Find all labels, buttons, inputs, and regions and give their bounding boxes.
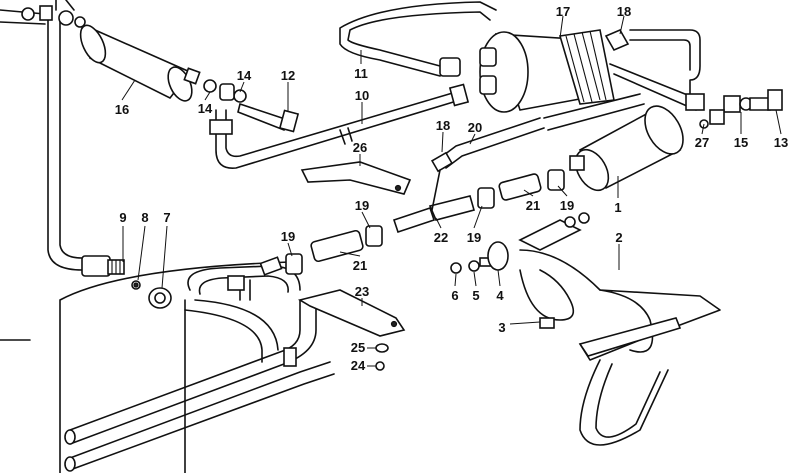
leader-lines [121, 15, 782, 367]
callout-26: 26 [353, 140, 367, 155]
callout-18: 18 [617, 4, 631, 19]
fitting-9-8-7 [81, 255, 172, 309]
pipe-20 [430, 93, 645, 173]
callout-10: 10 [355, 88, 369, 103]
callout-22: 22 [434, 230, 448, 245]
callout-19: 19 [467, 230, 481, 245]
callout-12: 12 [281, 68, 295, 83]
callout-25: 25 [351, 340, 365, 355]
callout-8: 8 [141, 210, 148, 225]
fuel-filter-1 [569, 105, 684, 192]
callout-5: 5 [472, 288, 479, 303]
callout-15: 15 [734, 135, 748, 150]
callout-27: 27 [695, 135, 709, 150]
callout-21: 21 [353, 258, 367, 273]
tank-return-pipes [64, 299, 335, 472]
callout-16: 16 [115, 102, 129, 117]
callout-1: 1 [614, 200, 621, 215]
pump-bracket-2 [518, 212, 721, 446]
callout-6: 6 [451, 288, 458, 303]
callout-2: 2 [615, 230, 622, 245]
callout-20: 20 [468, 120, 482, 135]
callout-13: 13 [774, 135, 788, 150]
fuel-tank [0, 261, 291, 473]
callout-14: 14 [237, 68, 252, 83]
left-fuel-pipe [0, 0, 86, 271]
callout-18: 18 [436, 118, 450, 133]
fuel-filter-16 [79, 24, 300, 133]
callout-24: 24 [351, 358, 366, 373]
bracket-26 [300, 161, 412, 195]
callout-9: 9 [119, 210, 126, 225]
callout-19: 19 [281, 229, 295, 244]
callout-11: 11 [354, 66, 368, 81]
fuel-pump-17 [479, 29, 615, 113]
tank-hose-loop [187, 256, 301, 301]
pipe-10 [209, 83, 470, 169]
callout-23: 23 [355, 284, 369, 299]
callout-19: 19 [560, 198, 574, 213]
pipe-11 [339, 1, 497, 77]
callout-14: 14 [198, 101, 213, 116]
callout-labels: 16 14 14 12 11 10 17 18 18 20 26 27 15 1… [115, 4, 788, 373]
callout-7: 7 [163, 210, 170, 225]
callout-17: 17 [556, 4, 570, 19]
callout-19: 19 [355, 198, 369, 213]
hose-assembly [285, 169, 565, 275]
callout-4: 4 [496, 288, 504, 303]
right-return-pipe [604, 28, 783, 129]
bracket-23 [297, 289, 406, 371]
rubber-mount-4 [450, 241, 509, 274]
callout-3: 3 [498, 320, 505, 335]
callout-21: 21 [526, 198, 540, 213]
